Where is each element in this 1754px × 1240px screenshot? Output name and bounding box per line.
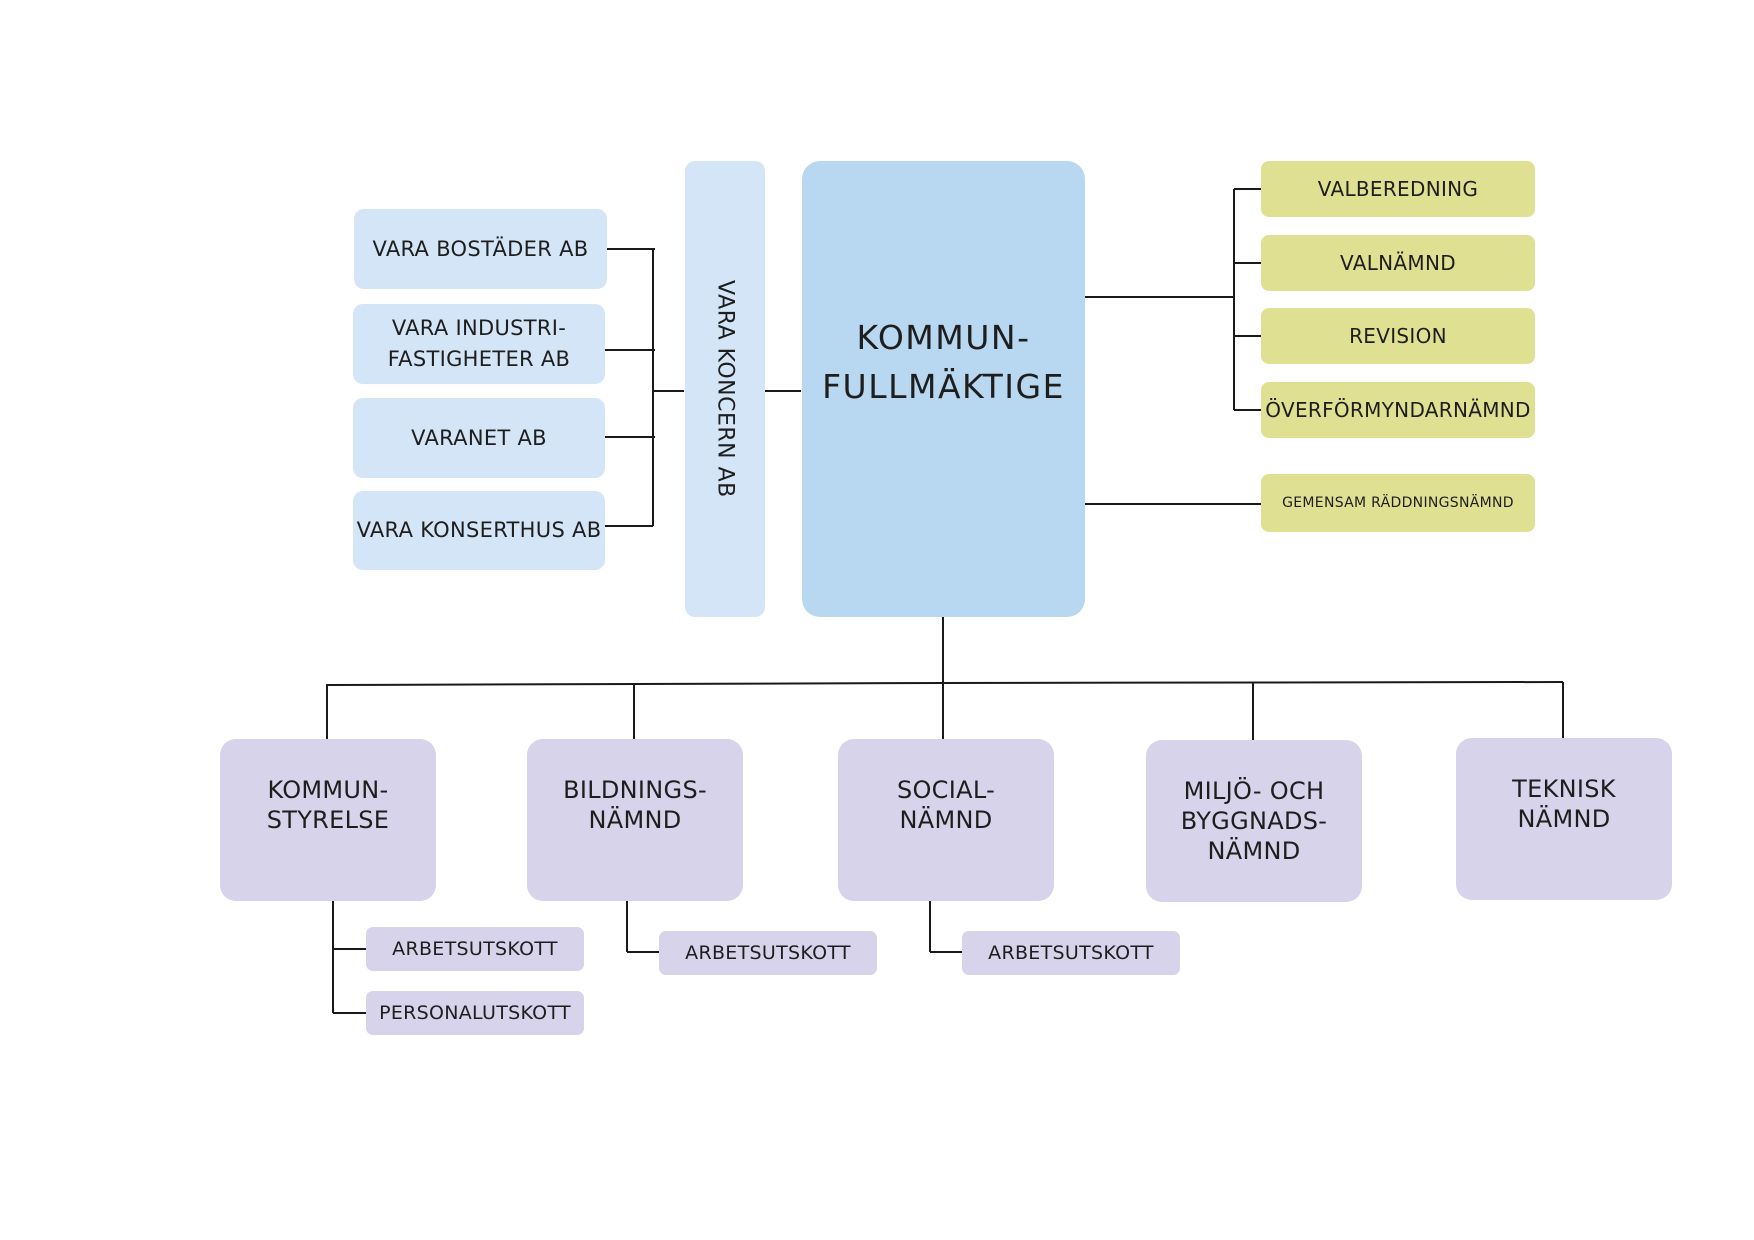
kommunstyrelse-arbetsutskott: ARBETSUTSKOTT [366,927,584,971]
valberedning: VALBEREDNING [1261,161,1535,217]
overformyndarnamnd: ÖVERFÖRMYNDARNÄMND [1261,382,1535,438]
company-vara-bostader: VARA BOSTÄDER AB [354,209,607,289]
kommunfullmaktige: KOMMUN- FULLMÄKTIGE [802,161,1085,617]
kommunstyrelse-personalutskott: PERSONALUTSKOTT [366,991,584,1035]
committee-kommunstyrelse: KOMMUN- STYRELSE [220,739,436,901]
company-varanet: VARANET AB [353,398,605,478]
gemensam-raddningsnamnd: GEMENSAM RÄDDNINGSNÄMND [1261,474,1535,532]
company-vara-industrifastigheter: VARA INDUSTRI- FASTIGHETER AB [353,304,605,384]
vara-koncern-label: VARA KONCERN AB [712,280,738,498]
committee-socialnamnd: SOCIAL- NÄMND [838,739,1054,901]
committee-teknisk-namnd: TEKNISK NÄMND [1456,738,1672,900]
revision: REVISION [1261,308,1535,364]
vara-koncern-ab: VARA KONCERN AB [685,161,765,617]
committee-bildningsnamnd: BILDNINGS- NÄMND [527,739,743,901]
company-vara-konserthus: VARA KONSERTHUS AB [353,491,605,570]
bildningsnamnd-arbetsutskott: ARBETSUTSKOTT [659,931,877,975]
valnamnd: VALNÄMND [1261,235,1535,291]
committee-miljo-och-byggnadsnamnd: MILJÖ- OCH BYGGNADS- NÄMND [1146,740,1362,902]
socialnamnd-arbetsutskott: ARBETSUTSKOTT [962,931,1180,975]
